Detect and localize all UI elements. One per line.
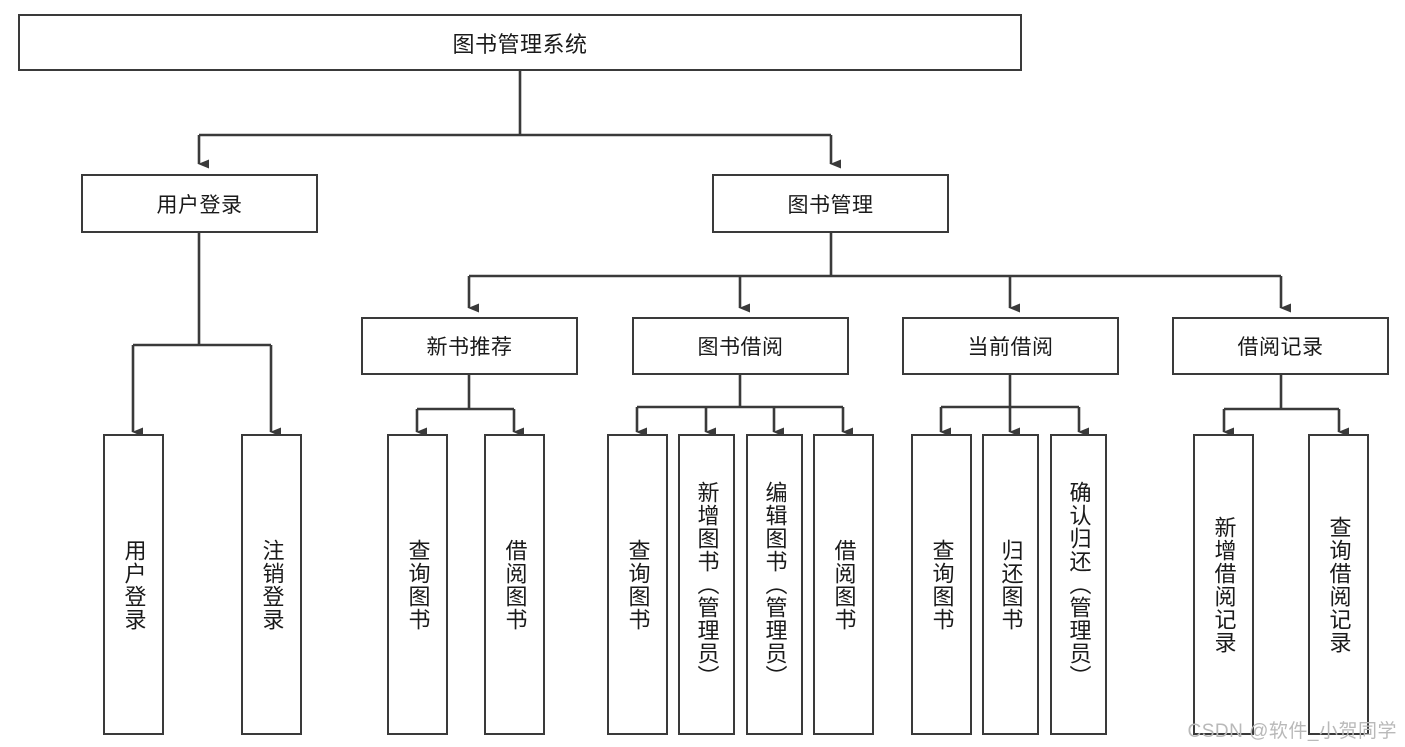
node-label: 用户登录 [156,193,243,217]
node-label: 当前借阅 [967,336,1054,359]
node-label: 注销登录 [259,538,285,631]
node-label: 查询图书 [625,538,651,631]
node-book-borrow[interactable]: 图书借阅 [632,317,849,375]
leaf-current-borrow-confirm-return-admin[interactable]: 确认归还（管理员） [1050,434,1107,735]
node-label: 图书管理 [787,193,874,217]
node-label: 查询借阅记录 [1326,515,1352,654]
node-label: 图书借阅 [697,336,784,359]
node-label: 确认归还（管理员） [1066,481,1092,688]
leaf-book-borrow-query-book[interactable]: 查询图书 [607,434,668,735]
node-label: 归还图书 [998,538,1024,631]
node-label: 新增借阅记录 [1211,515,1237,654]
node-label: 借阅图书 [502,538,528,631]
node-label: 用户登录 [121,538,147,631]
node-book-management[interactable]: 图书管理 [712,174,949,233]
node-label: 查询图书 [405,538,431,631]
node-label: 新增图书（管理员） [694,481,720,688]
leaf-current-borrow-query-book[interactable]: 查询图书 [911,434,972,735]
leaf-new-book-query-book[interactable]: 查询图书 [387,434,448,735]
leaf-borrow-record-add-record[interactable]: 新增借阅记录 [1193,434,1254,735]
node-current-borrow[interactable]: 当前借阅 [902,317,1119,375]
node-root-book-management-system[interactable]: 图书管理系统 [18,14,1022,71]
leaf-borrow-record-query-record[interactable]: 查询借阅记录 [1308,434,1369,735]
leaf-book-borrow-add-book-admin[interactable]: 新增图书（管理员） [678,434,735,735]
node-label: 编辑图书（管理员） [762,481,788,688]
node-label: 借阅记录 [1237,336,1324,359]
node-borrow-record[interactable]: 借阅记录 [1172,317,1389,375]
node-user-login[interactable]: 用户登录 [81,174,318,233]
watermark-text: CSDN @软件_小贺同学 [1187,721,1397,742]
leaf-current-borrow-return-book[interactable]: 归还图书 [982,434,1039,735]
leaf-user-login-login[interactable]: 用户登录 [103,434,164,735]
node-label: 图书管理系统 [452,31,588,57]
leaf-book-borrow-borrow-book[interactable]: 借阅图书 [813,434,874,735]
node-label: 查询图书 [929,538,955,631]
leaf-new-book-borrow-book[interactable]: 借阅图书 [484,434,545,735]
leaf-user-login-logout[interactable]: 注销登录 [241,434,302,735]
node-new-book-recommend[interactable]: 新书推荐 [361,317,578,375]
node-label: 借阅图书 [831,538,857,631]
node-label: 新书推荐 [426,336,513,359]
leaf-book-borrow-edit-book-admin[interactable]: 编辑图书（管理员） [746,434,803,735]
